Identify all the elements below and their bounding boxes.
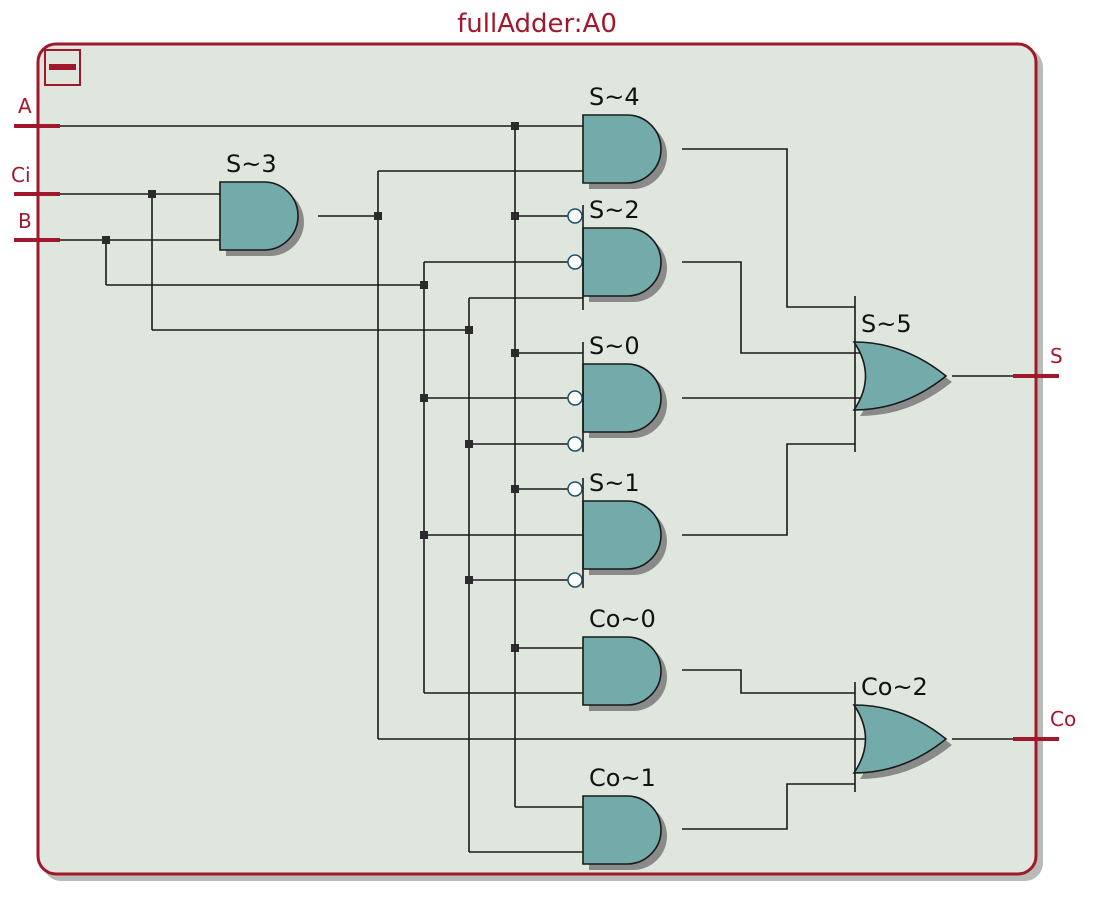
- gate-Co-2-label: Co~2: [861, 673, 928, 701]
- input-port-B[interactable]: B: [14, 209, 60, 242]
- collapse-button[interactable]: [44, 49, 81, 86]
- gate-S-1-inverter-b: [567, 572, 583, 588]
- gate-S-1-inverter-a: [567, 481, 583, 497]
- gate-S-0-body[interactable]: [582, 363, 662, 433]
- minus-icon: [49, 64, 76, 70]
- port-A-label: A: [18, 94, 32, 118]
- gate-S-3[interactable]: S~3: [219, 150, 304, 256]
- gate-S-1-label: S~1: [589, 469, 640, 497]
- output-port-S[interactable]: S: [1013, 344, 1063, 378]
- gate-Co-1-body[interactable]: [582, 795, 662, 865]
- gate-Co-0[interactable]: Co~0: [582, 605, 667, 711]
- gate-Co-0-body[interactable]: [582, 636, 662, 706]
- gate-S-5-body[interactable]: [852, 341, 948, 411]
- gate-S-5-label: S~5: [861, 310, 912, 338]
- gate-Co-1-label: Co~1: [589, 764, 656, 792]
- input-port-A[interactable]: A: [14, 94, 60, 128]
- gate-S-2-inverter-b: [567, 254, 583, 270]
- gate-S-2-inverter-a: [567, 208, 583, 224]
- gate-S-3-label: S~3: [226, 150, 277, 178]
- output-port-Co[interactable]: Co: [1013, 707, 1076, 741]
- input-port-Ci[interactable]: Ci: [11, 163, 60, 196]
- gate-S-0[interactable]: S~0: [567, 332, 667, 452]
- port-Ci-label: Ci: [11, 163, 31, 187]
- port-B-label: B: [18, 209, 32, 233]
- gate-S-1-body[interactable]: [582, 500, 662, 570]
- gate-Co-2-body[interactable]: [852, 704, 948, 774]
- gate-S-2-body[interactable]: [582, 227, 662, 297]
- gate-S-2-label: S~2: [589, 196, 640, 224]
- wires: [60, 122, 1013, 853]
- gate-Co-0-label: Co~0: [589, 605, 656, 633]
- gate-S-0-inverter-b: [567, 436, 583, 452]
- gate-S-4[interactable]: S~4: [582, 83, 667, 189]
- gate-S-4-label: S~4: [589, 83, 640, 111]
- port-Co-label: Co: [1050, 707, 1076, 731]
- gate-S-2[interactable]: S~2: [567, 196, 667, 310]
- gate-Co-1[interactable]: Co~1: [582, 764, 667, 870]
- gate-S-4-body[interactable]: [582, 114, 662, 184]
- gate-S-5[interactable]: S~5: [852, 310, 952, 416]
- gate-S-0-inverter-a: [567, 390, 583, 406]
- gate-S-0-label: S~0: [589, 332, 640, 360]
- module-title: fullAdder:A0: [457, 9, 617, 39]
- gate-S-3-body[interactable]: [219, 181, 299, 251]
- gate-S-1[interactable]: S~1: [567, 469, 667, 588]
- gate-Co-2[interactable]: Co~2: [852, 673, 952, 779]
- port-S-label: S: [1050, 344, 1063, 368]
